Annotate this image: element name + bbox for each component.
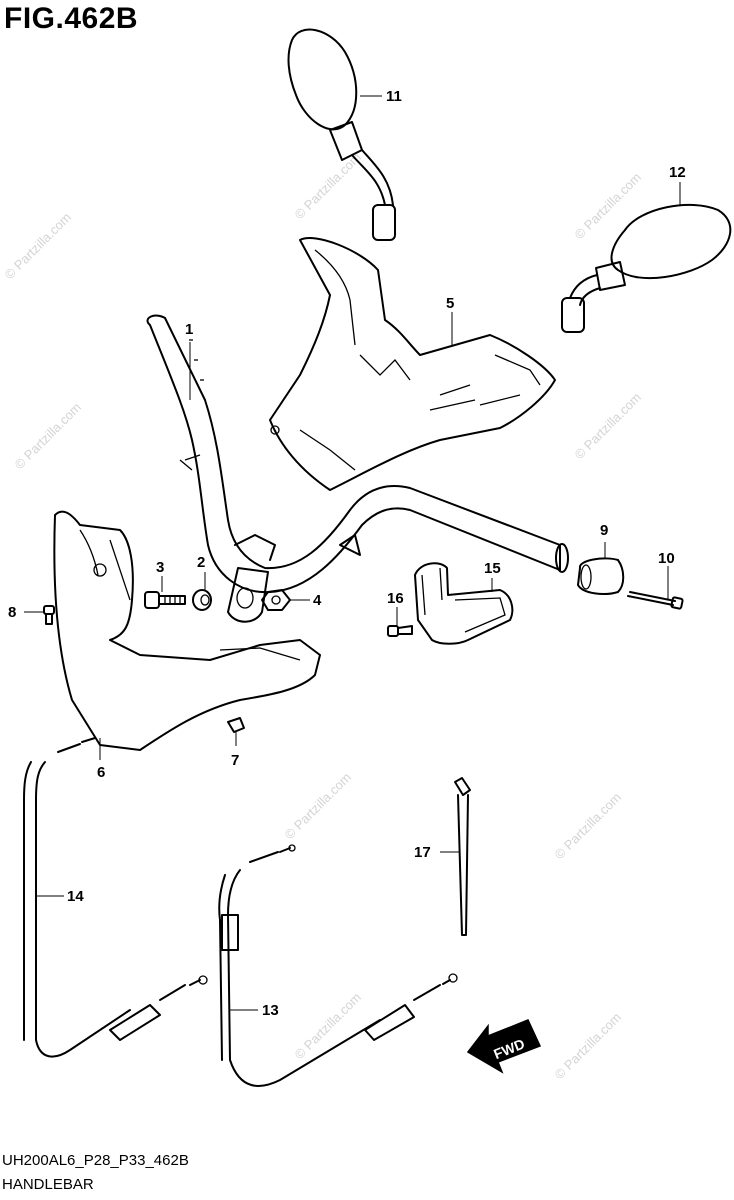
callout-14: 14 [67, 888, 84, 905]
small-bolt-part [387, 625, 413, 637]
callout-4: 4 [313, 592, 322, 609]
watermark: © Partzilla.com [12, 400, 85, 473]
brake-cable-part [218, 844, 458, 1087]
screw-part [43, 605, 55, 625]
callout-7: 7 [231, 752, 239, 769]
watermark: © Partzilla.com [282, 770, 355, 843]
handlebar-part [146, 314, 569, 594]
cable-tie-part [454, 777, 471, 936]
forward-direction-arrow: FWD [466, 1019, 542, 1074]
nut-part [261, 589, 291, 611]
clip-part [227, 717, 245, 733]
handle-cover-front-part [269, 237, 556, 491]
watermark: © Partzilla.com [552, 1010, 625, 1083]
left-mirror-part [287, 28, 396, 241]
callout-16: 16 [387, 590, 404, 607]
callout-15: 15 [484, 560, 501, 577]
holder-part [227, 567, 269, 623]
figure-title: FIG.462B [4, 2, 139, 35]
callout-17: 17 [414, 844, 431, 861]
callout-3: 3 [156, 559, 164, 576]
figure-name: HANDLEBAR [2, 1176, 94, 1193]
right-mirror-part [561, 203, 732, 333]
bolt-part [144, 591, 186, 609]
callout-10: 10 [658, 550, 675, 567]
watermark-layer: © Partzilla.com © Partzilla.com © Partzi… [2, 150, 645, 1083]
callout-1: 1 [185, 321, 193, 338]
watermark: © Partzilla.com [552, 790, 625, 863]
watermark: © Partzilla.com [572, 170, 645, 243]
callout-6: 6 [97, 764, 105, 781]
handle-cover-rear-part [53, 510, 321, 751]
callout-8: 8 [8, 604, 16, 621]
throttle-cable-part [23, 737, 208, 1058]
grip-end-part [577, 557, 625, 595]
watermark: © Partzilla.com [2, 210, 75, 283]
callout-labels: 1 2 3 4 5 6 7 8 9 10 11 12 13 14 15 16 1… [8, 88, 686, 1019]
cushion-part [192, 589, 212, 611]
callout-9: 9 [600, 522, 608, 539]
watermark: © Partzilla.com [572, 390, 645, 463]
bracket-part [414, 562, 514, 645]
callout-13: 13 [262, 1002, 279, 1019]
watermark: © Partzilla.com [292, 150, 365, 223]
leader-lines [24, 95, 681, 1011]
callout-12: 12 [669, 164, 686, 181]
long-screw-part [627, 591, 684, 610]
callout-5: 5 [446, 295, 454, 312]
callout-2: 2 [197, 554, 205, 571]
figure-code: UH200AL6_P28_P33_462B [2, 1152, 189, 1169]
callout-11: 11 [386, 88, 402, 105]
